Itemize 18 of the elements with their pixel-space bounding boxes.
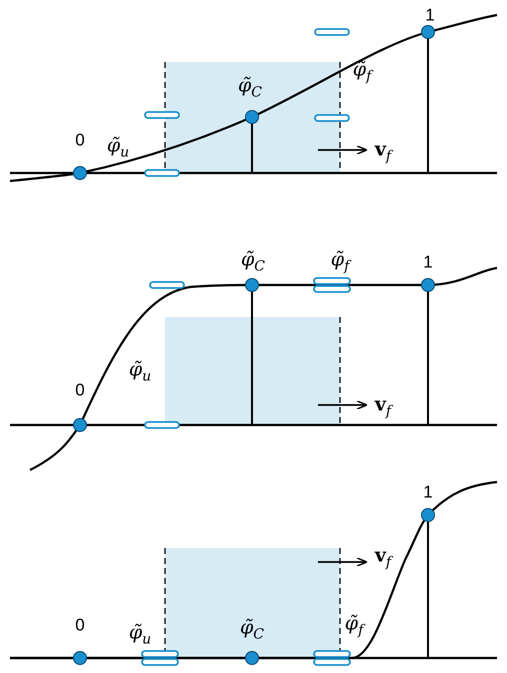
variable-label: φ̃$_{C}$ [240,618,264,642]
variable-label: v$_{f}$ [374,546,392,570]
point-label: 1 [423,254,433,270]
variable-label: φ̃$_{f}$ [352,60,372,84]
point-label: 0 [75,132,85,148]
point-label: 0 [75,616,85,634]
variable-label: φ̃$_{u}$ [106,136,130,160]
point-label: 0 [75,382,85,398]
variable-label: φ̃$_{f}$ [344,614,364,638]
variable-label: φ̃$_{f}$ [330,250,350,274]
variable-label: φ̃$_{C}$ [240,250,266,274]
variable-label: φ̃$_{u}$ [128,624,152,646]
variable-label: φ̃$_{C}$ [238,76,262,100]
variable-label: v$_{f}$ [374,396,392,418]
point-label: 1 [425,6,435,24]
variable-label: φ̃$_{u}$ [128,360,152,384]
point-label: 1 [423,484,433,500]
variable-label: v$_{f}$ [374,140,392,164]
